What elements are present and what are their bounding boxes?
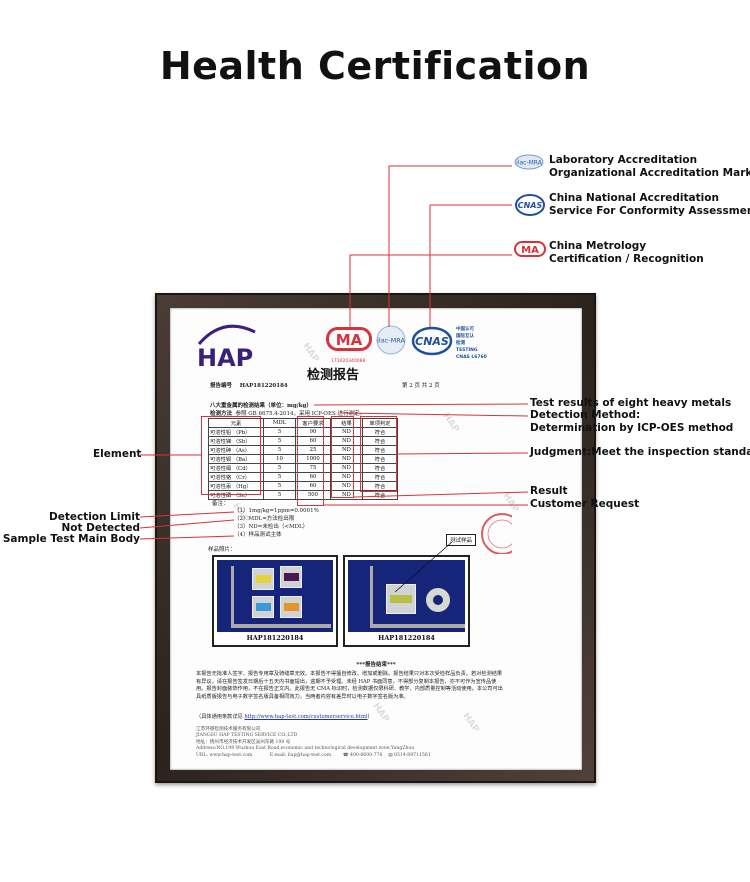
photo-caption: HAP181220184	[246, 634, 304, 642]
photos-label: 样品照片：	[208, 547, 236, 553]
svg-text:CNAS: CNAS	[518, 201, 543, 210]
annotation-heavy-metals: Test results of eight heavy metals	[530, 397, 732, 409]
phone-icon: ☎	[342, 752, 349, 758]
ilac-mra-logo: ilac-MRA	[374, 325, 408, 359]
seal-stamp	[472, 510, 512, 554]
annotation-detection-limit: Detection Limit	[48, 511, 140, 523]
disclaimer: 本报告无批准人签字、报告专用章及骑缝章无效。本报告不得擅自修改、增加或删除。报告…	[196, 671, 503, 700]
svg-text:ilac-MRA: ilac-MRA	[377, 337, 405, 345]
sample-photo-2: HAP181220184	[343, 555, 470, 647]
terms-link[interactable]: http://www.hap-test.com/customerservice.…	[244, 714, 368, 720]
cnas-icon: CNAS	[514, 194, 546, 220]
end-mark: ***报告结束***	[356, 662, 396, 668]
note: （2）MDL=方法检出限	[234, 516, 295, 522]
annotation-icp-oes: Determination by ICP-OES method	[530, 422, 734, 434]
annotation-sample-body: Sample Test Main Body	[2, 533, 140, 545]
doc-title: 检测报告	[307, 368, 360, 383]
sample-image	[348, 560, 465, 632]
notes-label: 备注：	[212, 501, 229, 507]
annotation-judgment: Judgment:Meet the inspection standards	[530, 446, 750, 458]
method-line: 检测方法 参照 GB 6675.4-2014，采用 ICP-OES 进行测定。	[210, 411, 365, 417]
section-title: 八大重金属的检测结果（单位：mg/kg）	[210, 403, 312, 409]
sample-photo-1: HAP181220184	[212, 555, 338, 647]
judgment-highlight	[360, 416, 397, 492]
annotation-customer-request: Customer Request	[530, 498, 640, 510]
svg-text:CNAS: CNAS	[415, 335, 449, 348]
note: （3）ND=未检出（<MDL）	[234, 524, 309, 530]
annotation-element: Element	[93, 448, 142, 460]
sample-callout: 测试样品	[446, 534, 477, 546]
note: （1）1mg/kg=1ppm=0.0001%	[234, 508, 319, 514]
cma-icon: MA	[514, 241, 546, 261]
fax-icon: ▤	[388, 752, 393, 758]
ilac-mra-icon: ilac-MRA	[514, 154, 544, 174]
cma-logo: MA	[326, 327, 372, 355]
photo-caption: HAP181220184	[378, 634, 435, 642]
customer-request-highlight	[297, 416, 324, 506]
certificate-paper	[170, 308, 582, 770]
element-highlight	[201, 416, 261, 495]
page-info: 第 2 页 共 2 页	[402, 383, 440, 389]
annotation-result: Result	[530, 485, 568, 497]
hap-logo: HAP	[193, 322, 259, 376]
svg-text:HAP: HAP	[197, 344, 253, 372]
annotation-detection-method: Detection Method:	[530, 409, 641, 421]
terms-line: （具体通用条款详见 http://www.hap-test.com/custom…	[196, 714, 373, 720]
company-info: 江苏环德检测技术服务有限公司 JIANGSU HAP TESTING SERVI…	[196, 727, 431, 758]
sample-image	[217, 560, 333, 632]
result-highlight	[331, 416, 354, 498]
svg-text:MA: MA	[521, 245, 539, 256]
cma-number: 171020340088	[331, 359, 366, 364]
cnas-logo: CNAS	[411, 326, 453, 360]
report-number: 报告编号 HAP181220184	[210, 383, 288, 389]
svg-text:ilac-MRA: ilac-MRA	[516, 160, 543, 167]
annotation-not-detected: Not Detected	[61, 522, 140, 534]
notes-list: （1）1mg/kg=1ppm=0.0001% （2）MDL=方法检出限 （3）N…	[234, 507, 319, 539]
note: （4）样品测试主体	[234, 532, 282, 538]
page-title: Health Certification	[159, 44, 591, 88]
svg-text:MA: MA	[336, 331, 363, 349]
